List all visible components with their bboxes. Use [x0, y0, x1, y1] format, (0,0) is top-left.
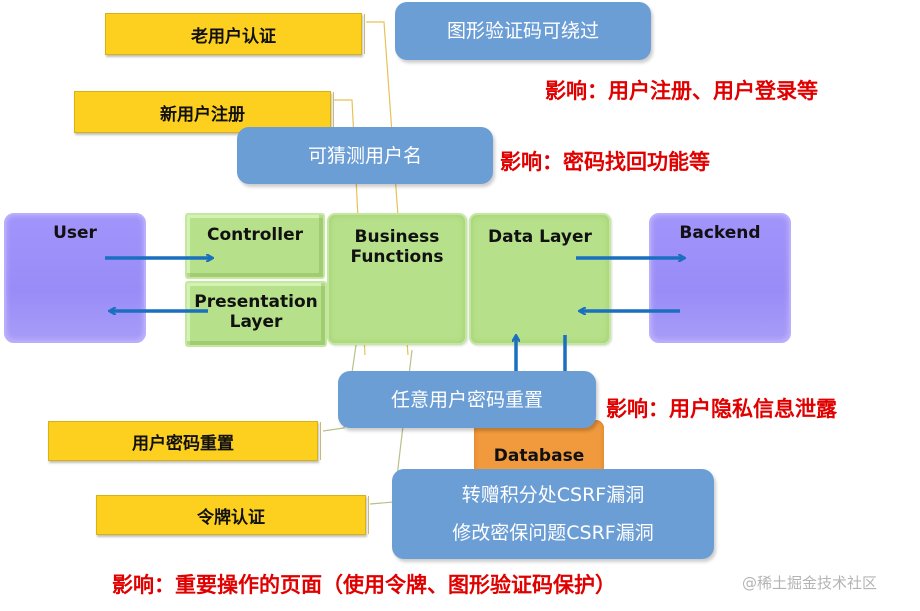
business-label-line1: Business: [354, 227, 440, 247]
vuln-text: 图形验证码可绕过: [446, 20, 599, 42]
vuln-text-line2: 修改密保问题CSRF漏洞: [452, 522, 654, 544]
connector-bracket: [368, 496, 374, 534]
user-box: User: [4, 213, 146, 343]
category-label: 令牌认证: [197, 507, 265, 528]
category-label: 用户密码重置: [132, 433, 234, 454]
user-label: User: [53, 223, 97, 243]
connector-bracket: [320, 422, 326, 460]
vuln-text: 可猜测用户名: [307, 144, 422, 167]
watermark: @稀土掘金技术社区: [742, 574, 878, 592]
category-old-user-auth: 老用户认证: [105, 13, 365, 55]
backend-label: Backend: [679, 223, 761, 243]
impact-username: 影响：密码找回功能等: [500, 150, 710, 174]
vuln-text-line1: 转赠积分处CSRF漏洞: [461, 484, 645, 506]
database-label: Database: [493, 446, 585, 466]
vuln-captcha-bypass: 图形验证码可绕过: [395, 2, 651, 60]
vuln-guessable-username: 可猜测用户名: [237, 127, 493, 184]
impact-captcha: 影响：用户注册、用户登录等: [545, 79, 818, 103]
impact-csrf: 影响：重要操作的页面（使用令牌、图形验证码保护）: [112, 573, 616, 597]
presentation-layer-box: Presentation Layer: [185, 281, 327, 347]
connector-bracket: [333, 92, 339, 132]
category-token-auth: 令牌认证: [96, 495, 369, 535]
business-label-line2: Functions: [350, 247, 444, 267]
controller-box: Controller: [185, 213, 325, 279]
category-password-reset: 用户密码重置: [48, 421, 321, 461]
presentation-label-line1: Presentation: [194, 292, 318, 312]
connector-bracket: [364, 14, 370, 54]
vuln-csrf: 转赠积分处CSRF漏洞 修改密保问题CSRF漏洞: [392, 469, 714, 559]
vuln-arbitrary-password-reset: 任意用户密码重置: [338, 371, 596, 428]
controller-label: Controller: [206, 225, 303, 245]
backend-box: Backend: [649, 213, 791, 343]
vuln-text: 任意用户密码重置: [390, 388, 543, 411]
presentation-label-line2: Layer: [229, 312, 283, 332]
category-label: 老用户认证: [191, 26, 276, 47]
data-layer-label: Data Layer: [488, 227, 592, 247]
data-layer-box: Data Layer: [469, 213, 611, 345]
impact-reset: 影响：用户隐私信息泄露: [606, 397, 837, 421]
business-functions-box: Business Functions: [327, 213, 467, 345]
category-new-user-register: 新用户注册: [74, 91, 334, 133]
category-label: 新用户注册: [160, 104, 245, 125]
